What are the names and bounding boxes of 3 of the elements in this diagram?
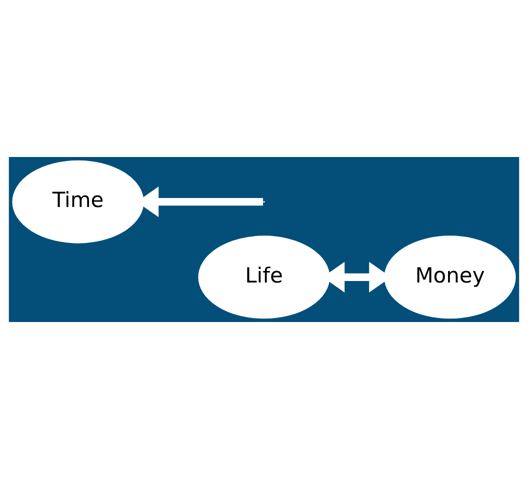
node-ellipse: Time: [12, 160, 144, 243]
node-ellipse: Money: [384, 235, 516, 318]
node-ellipse: Life: [198, 235, 330, 318]
